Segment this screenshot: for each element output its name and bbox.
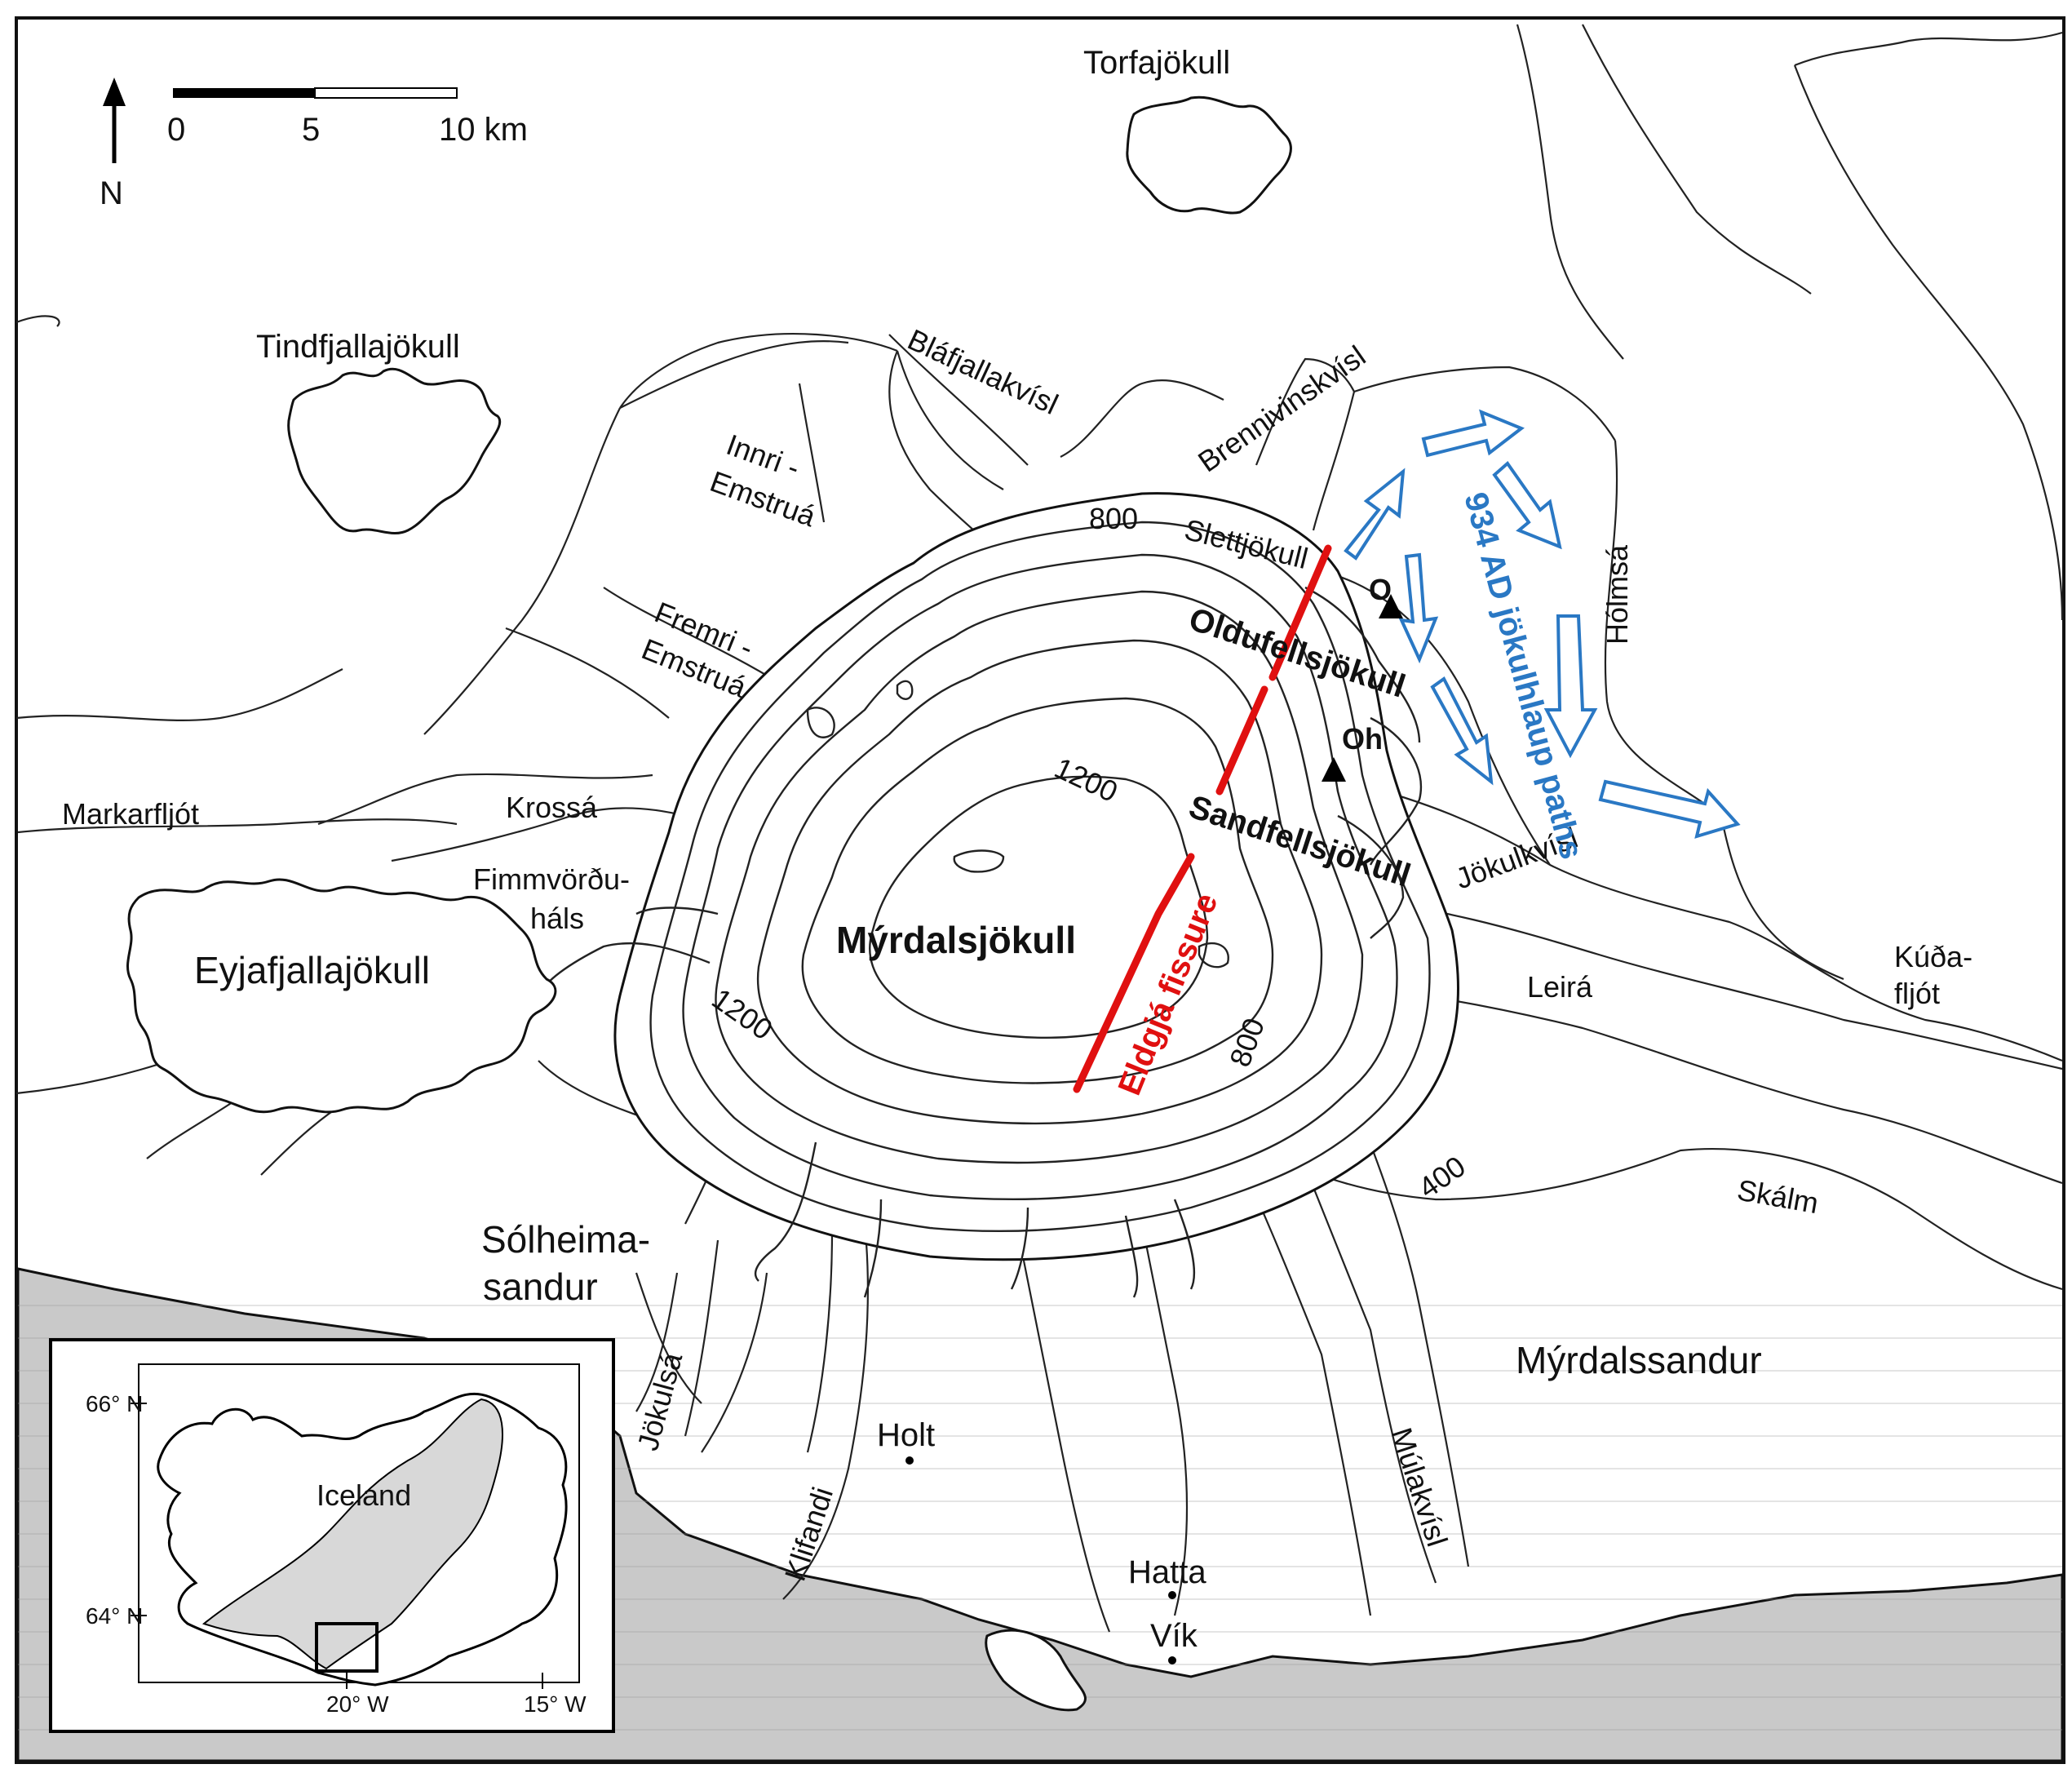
inset-lon-20: 20° W bbox=[326, 1691, 389, 1717]
torfajokull-outline bbox=[1126, 95, 1292, 215]
inset-lat-66: 66° N bbox=[86, 1391, 143, 1416]
vik-dot bbox=[1168, 1656, 1176, 1664]
scale-tick-10: 10 km bbox=[439, 112, 528, 148]
label-station-o: O bbox=[1369, 573, 1392, 606]
label-mulakvisl: Múlakvísl bbox=[1384, 1424, 1454, 1550]
inset-map bbox=[49, 1338, 615, 1733]
inset-volcanic-zone bbox=[201, 1398, 503, 1670]
scale-tick-0: 0 bbox=[167, 112, 185, 148]
label-myrdalsjokull: Mýrdalsjökull bbox=[836, 919, 1076, 961]
eldgja-fissure-line bbox=[1073, 544, 1332, 1093]
label-fimmvorduhals-1: Fimmvörðu- bbox=[473, 862, 630, 896]
hatta-dot bbox=[1168, 1591, 1176, 1599]
holt-dot bbox=[905, 1456, 914, 1465]
north-label: N bbox=[100, 175, 123, 211]
label-hatta: Hatta bbox=[1128, 1554, 1206, 1590]
scale-bar bbox=[173, 87, 458, 99]
label-krossa: Krossá bbox=[506, 791, 598, 824]
inset-lon-15: 15° W bbox=[524, 1691, 587, 1717]
inset-study-area bbox=[315, 1622, 379, 1673]
label-innri-emstrua-2: Emstruá bbox=[706, 464, 821, 534]
station-oh-triangle bbox=[1322, 757, 1346, 782]
label-jokulsa: Jökulsá bbox=[631, 1349, 688, 1454]
label-blafjallakvisl: Bláfjallakvísl bbox=[903, 322, 1064, 421]
label-kudafljot-2: fljót bbox=[1894, 977, 1940, 1010]
inset-lat-64: 64° N bbox=[86, 1603, 143, 1629]
north-arrow bbox=[103, 78, 126, 163]
label-myrdalssandur: Mýrdalssandur bbox=[1516, 1339, 1762, 1381]
label-torfajokull: Torfajökull bbox=[1083, 45, 1230, 81]
map-frame bbox=[15, 16, 2065, 1764]
tindfjallajokull-outline bbox=[287, 367, 502, 534]
label-tindfjallajokull: Tindfjallajökull bbox=[256, 329, 460, 365]
eyjafjallajokull-outline bbox=[126, 878, 557, 1114]
label-vik: Vík bbox=[1150, 1618, 1198, 1654]
myrdalsjokull-contours bbox=[537, 492, 1459, 1298]
station-o-triangle bbox=[1379, 594, 1403, 618]
label-solheimasandur-1: Sólheima- bbox=[481, 1218, 650, 1261]
label-markarfljot: Markarfljót bbox=[62, 797, 199, 831]
contour-label-400-southeast: 400 bbox=[1412, 1150, 1472, 1205]
label-holmsa: Hólmsá bbox=[1600, 544, 1634, 645]
label-holt: Holt bbox=[877, 1417, 935, 1453]
contour-label-800-north: 800 bbox=[1089, 502, 1138, 535]
label-fimmvorduhals-2: háls bbox=[530, 902, 584, 935]
label-skalm: Skálm bbox=[1735, 1173, 1822, 1221]
label-brennivinskvisl: Brennivinskvísl bbox=[1192, 339, 1371, 478]
label-leira: Leirá bbox=[1527, 970, 1593, 1004]
label-eyjafjallajokull: Eyjafjallajökull bbox=[194, 949, 430, 991]
jokulhlaup-arrows bbox=[1344, 409, 1741, 839]
scale-tick-5: 5 bbox=[302, 112, 320, 148]
label-kudafljot-1: Kúða- bbox=[1894, 940, 1972, 973]
inset-label-iceland: Iceland bbox=[317, 1478, 411, 1512]
headland bbox=[985, 1629, 1087, 1712]
label-station-oh: Oh bbox=[1342, 722, 1383, 756]
label-solheimasandur-2: sandur bbox=[483, 1265, 598, 1308]
